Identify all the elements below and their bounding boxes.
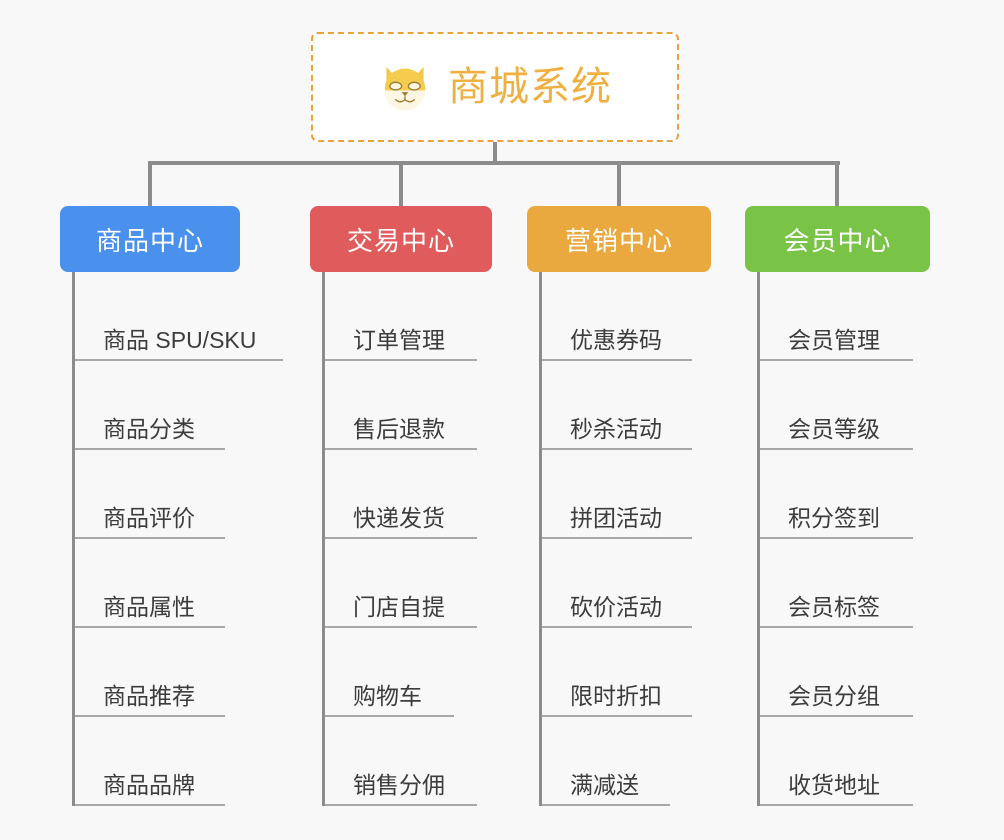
leaf-item[interactable]: 会员分组 bbox=[760, 628, 930, 717]
connector-drop-3 bbox=[617, 161, 621, 206]
leaf-item[interactable]: 商品品牌 bbox=[75, 717, 240, 806]
leaf-item-underline bbox=[75, 804, 225, 806]
root-node[interactable]: 商城系统 bbox=[311, 32, 679, 142]
leaf-list: 会员管理会员等级积分签到会员标签会员分组收货地址 bbox=[757, 272, 930, 806]
leaf-item-underline bbox=[325, 537, 477, 539]
leaf-item-label: 秒杀活动 bbox=[570, 416, 662, 443]
leaf-item-label: 积分签到 bbox=[788, 505, 880, 532]
leaf-item[interactable]: 优惠券码 bbox=[542, 272, 711, 361]
leaf-item-underline bbox=[325, 804, 477, 806]
leaf-item-label: 售后退款 bbox=[353, 416, 445, 443]
leaf-item[interactable]: 满减送 bbox=[542, 717, 711, 806]
leaf-item-label: 门店自提 bbox=[353, 594, 445, 621]
leaf-item-label: 拼团活动 bbox=[570, 505, 662, 532]
leaf-list: 商品 SPU/SKU 商品分类商品评价商品属性商品推荐商品品牌 bbox=[72, 272, 283, 806]
leaf-item-underline bbox=[75, 715, 225, 717]
connector-root-stem bbox=[493, 142, 497, 164]
leaf-item[interactable]: 会员等级 bbox=[760, 361, 930, 450]
connector-drop-2 bbox=[399, 161, 403, 206]
leaf-item-label: 销售分佣 bbox=[353, 772, 445, 799]
leaf-item[interactable]: 限时折扣 bbox=[542, 628, 711, 717]
leaf-item-label: 商品品牌 bbox=[103, 772, 195, 799]
leaf-item-label: 快递发货 bbox=[353, 505, 445, 532]
leaf-item-label: 商品推荐 bbox=[103, 683, 195, 710]
category-header-1[interactable]: 商品中心 bbox=[60, 206, 240, 272]
category-header-4[interactable]: 会员中心 bbox=[745, 206, 930, 272]
leaf-item-label: 优惠券码 bbox=[570, 327, 662, 354]
connector-drop-4 bbox=[835, 161, 839, 206]
leaf-item-label: 收货地址 bbox=[788, 772, 880, 799]
category-column: 会员中心会员管理会员等级积分签到会员标签会员分组收货地址 bbox=[745, 206, 930, 806]
leaf-item[interactable]: 门店自提 bbox=[325, 539, 492, 628]
leaf-item-underline bbox=[325, 626, 477, 628]
leaf-item-label: 商品评价 bbox=[103, 505, 195, 532]
leaf-item[interactable]: 商品推荐 bbox=[75, 628, 240, 717]
leaf-item-underline bbox=[760, 537, 913, 539]
category-header-2[interactable]: 交易中心 bbox=[310, 206, 492, 272]
leaf-item[interactable]: 快递发货 bbox=[325, 450, 492, 539]
leaf-item-underline bbox=[75, 537, 225, 539]
leaf-item-label: 商品 SPU/SKU bbox=[103, 327, 257, 354]
leaf-item[interactable]: 会员标签 bbox=[760, 539, 930, 628]
root-title: 商城系统 bbox=[448, 65, 612, 109]
leaf-item[interactable]: 砍价活动 bbox=[542, 539, 711, 628]
leaf-item-underline bbox=[542, 715, 692, 717]
leaf-item-underline bbox=[760, 804, 913, 806]
leaf-item-underline bbox=[760, 626, 913, 628]
leaf-item-label: 限时折扣 bbox=[570, 683, 662, 710]
leaf-item-underline bbox=[75, 626, 225, 628]
leaf-list: 优惠券码秒杀活动拼团活动砍价活动限时折扣满减送 bbox=[539, 272, 711, 806]
leaf-item[interactable]: 商品属性 bbox=[75, 539, 240, 628]
leaf-item[interactable]: 商品分类 bbox=[75, 361, 240, 450]
leaf-item-label: 砍价活动 bbox=[570, 594, 662, 621]
leaf-item[interactable]: 商品评价 bbox=[75, 450, 240, 539]
leaf-item-underline bbox=[542, 359, 692, 361]
leaf-item-label: 商品分类 bbox=[103, 416, 195, 443]
leaf-item[interactable]: 购物车 bbox=[325, 628, 492, 717]
leaf-item-underline bbox=[542, 448, 692, 450]
leaf-item-label: 购物车 bbox=[353, 683, 422, 710]
leaf-item-underline bbox=[75, 359, 283, 361]
leaf-item[interactable]: 售后退款 bbox=[325, 361, 492, 450]
leaf-item[interactable]: 秒杀活动 bbox=[542, 361, 711, 450]
leaf-item[interactable]: 订单管理 bbox=[325, 272, 492, 361]
leaf-item-label: 会员等级 bbox=[788, 416, 880, 443]
leaf-item-label: 满减送 bbox=[570, 772, 639, 799]
leaf-item-underline bbox=[325, 359, 477, 361]
leaf-item[interactable]: 会员管理 bbox=[760, 272, 930, 361]
connector-horizontal-bus bbox=[150, 161, 840, 165]
leaf-item-label: 会员标签 bbox=[788, 594, 880, 621]
leaf-item-underline bbox=[325, 448, 477, 450]
leaf-item-label: 会员分组 bbox=[788, 683, 880, 710]
leaf-item-underline bbox=[542, 626, 692, 628]
category-header-3[interactable]: 营销中心 bbox=[527, 206, 711, 272]
leaf-item[interactable]: 收货地址 bbox=[760, 717, 930, 806]
leaf-item[interactable]: 商品 SPU/SKU bbox=[75, 272, 283, 361]
leaf-item[interactable]: 积分签到 bbox=[760, 450, 930, 539]
leaf-item-label: 订单管理 bbox=[353, 327, 445, 354]
leaf-item-label: 会员管理 bbox=[788, 327, 880, 354]
shiba-dog-face-icon bbox=[378, 60, 432, 114]
category-column: 交易中心订单管理售后退款快递发货门店自提购物车销售分佣 bbox=[310, 206, 492, 806]
leaf-item-underline bbox=[760, 715, 913, 717]
leaf-item-label: 商品属性 bbox=[103, 594, 195, 621]
connector-drop-1 bbox=[148, 161, 152, 206]
category-column: 商品中心商品 SPU/SKU 商品分类商品评价商品属性商品推荐商品品牌 bbox=[60, 206, 283, 806]
leaf-item-underline bbox=[542, 804, 670, 806]
leaf-item-underline bbox=[75, 448, 225, 450]
leaf-item-underline bbox=[760, 448, 913, 450]
leaf-item[interactable]: 拼团活动 bbox=[542, 450, 711, 539]
leaf-item-underline bbox=[325, 715, 454, 717]
category-column: 营销中心优惠券码秒杀活动拼团活动砍价活动限时折扣满减送 bbox=[527, 206, 711, 806]
leaf-list: 订单管理售后退款快递发货门店自提购物车销售分佣 bbox=[322, 272, 492, 806]
leaf-item[interactable]: 销售分佣 bbox=[325, 717, 492, 806]
leaf-item-underline bbox=[760, 359, 913, 361]
leaf-item-underline bbox=[542, 537, 692, 539]
